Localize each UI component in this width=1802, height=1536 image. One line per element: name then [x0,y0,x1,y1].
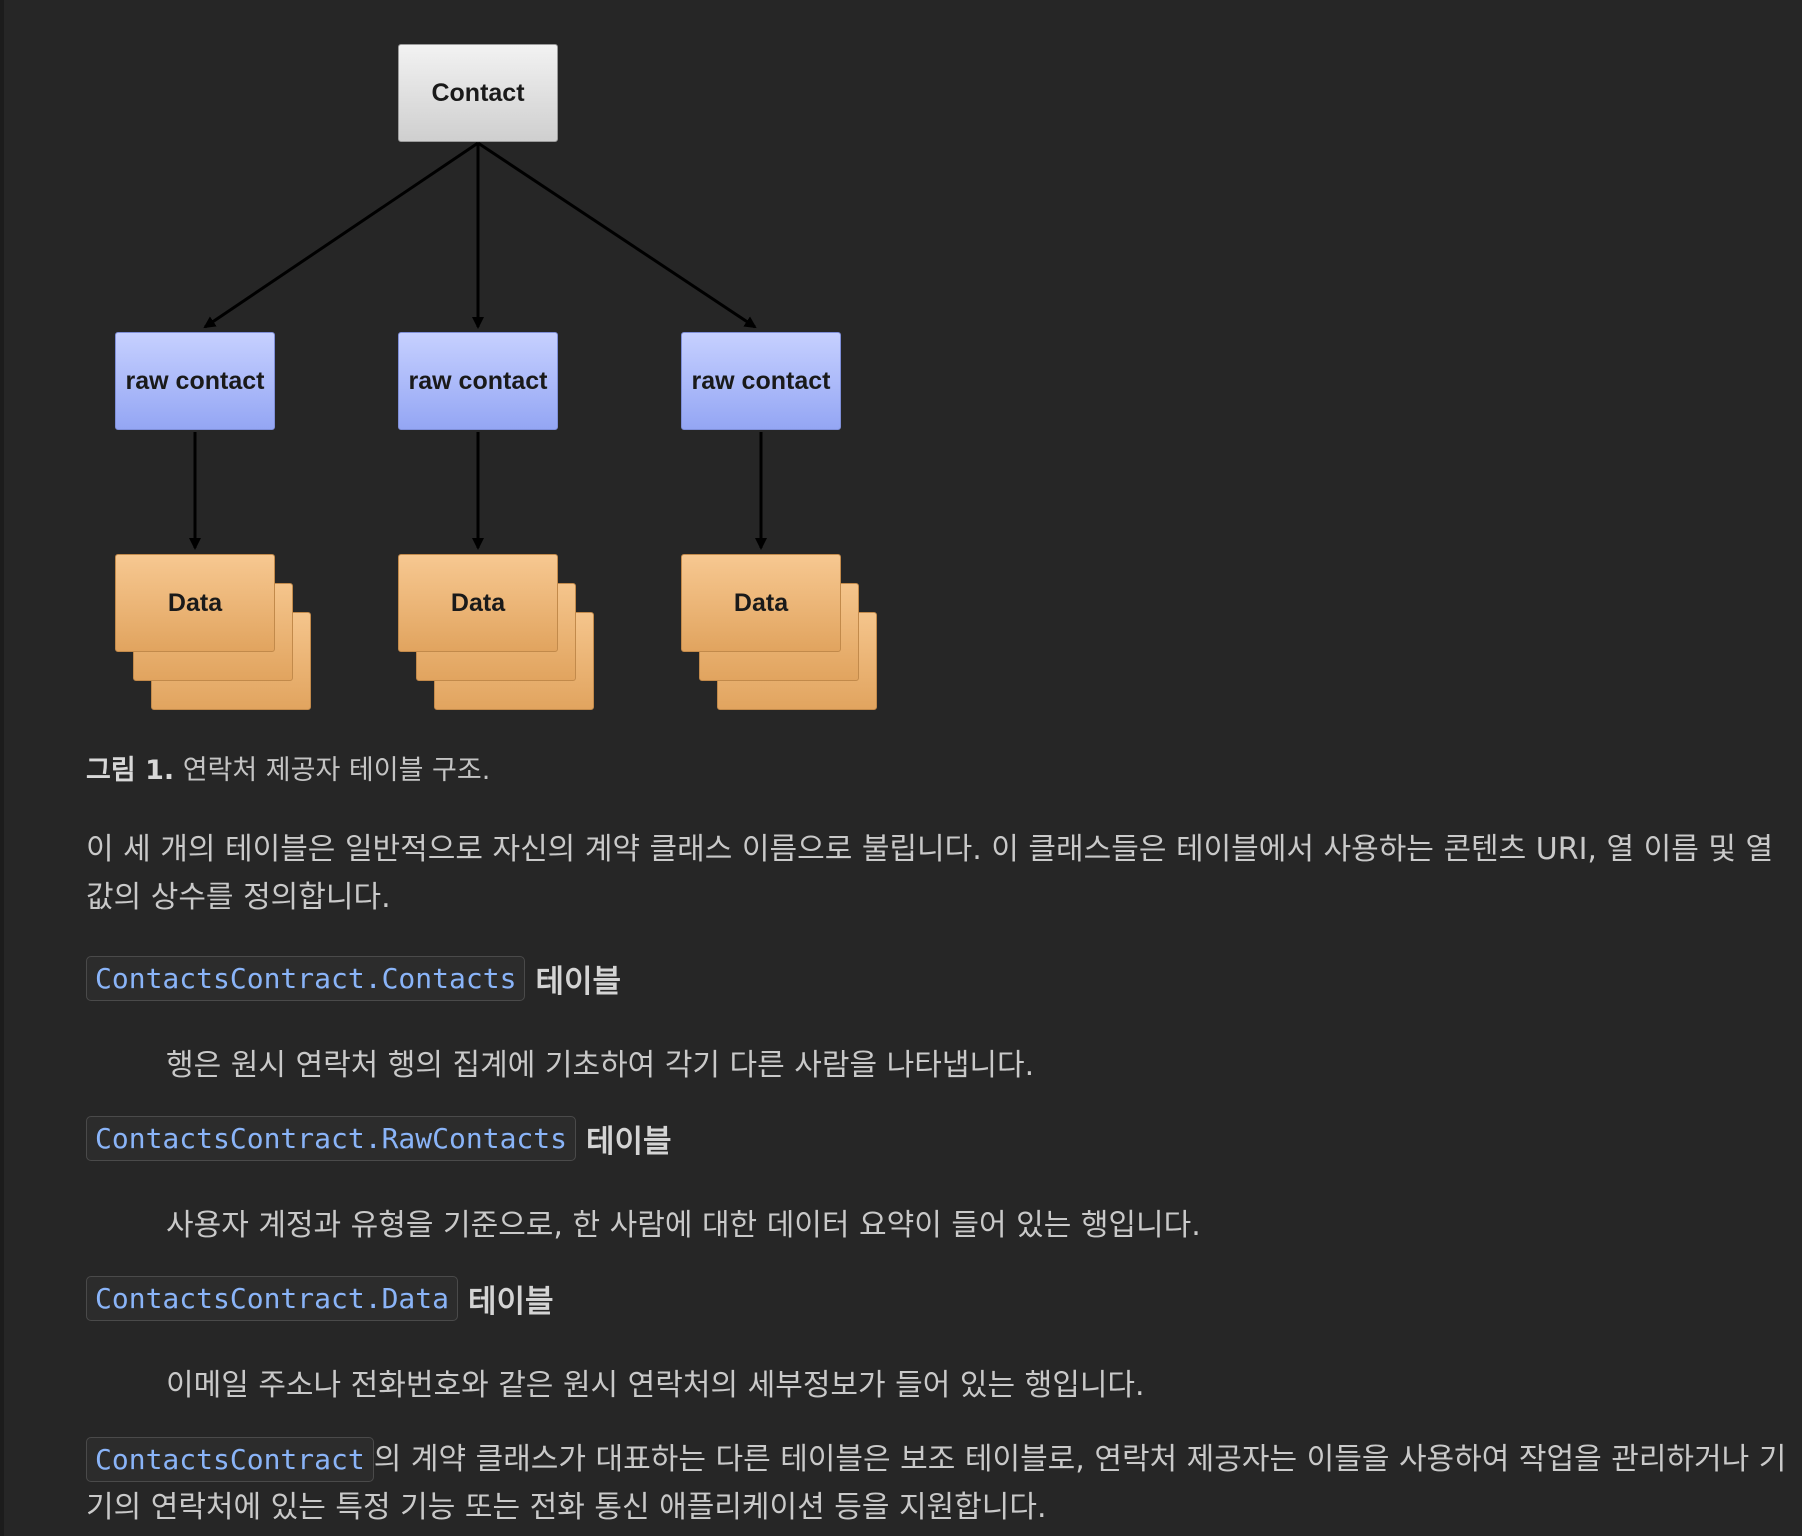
data-class-link[interactable]: ContactsContract.Data [86,1276,459,1321]
figure-caption-text: 연락처 제공자 테이블 구조. [174,755,491,786]
table-description-rawcontacts: 사용자 계정과 유형을 기준으로, 한 사람에 대한 데이터 요약이 들어 있는… [166,1208,1201,1243]
data-box-label: Data [450,588,506,617]
contacts-structure-diagram: Contact raw contact raw contact raw cont… [0,0,900,730]
table-heading-suffix: 테이블 [468,1284,554,1320]
raw-contact-label: raw contact [408,366,548,395]
raw-contact-label: raw contact [691,366,831,395]
table-description-data: 이메일 주소나 전화번호와 같은 원시 연락처의 세부정보가 들어 있는 행입니… [166,1368,1145,1403]
figure-caption: 그림 1. 연락처 제공자 테이블 구조. [86,748,490,787]
data-box-label: Data [167,588,223,617]
table-heading-suffix: 테이블 [535,964,621,1000]
final-paragraph-text: 의 계약 클래스가 대표하는 다른 테이블은 보조 테이블로, 연락처 제공자는… [86,1442,1787,1525]
table-heading-data: ContactsContract.Data 테이블 [86,1276,554,1321]
figure-label: 그림 1. [86,755,175,786]
intro-paragraph: 이 세 개의 테이블은 일반적으로 자신의 계약 클래스 이름으로 불립니다. … [86,832,1774,915]
table-heading-rawcontacts: ContactsContract.RawContacts 테이블 [86,1116,672,1161]
rawcontacts-class-link[interactable]: ContactsContract.RawContacts [86,1116,577,1161]
contact-box: Contact [398,44,558,142]
contact-box-label: Contact [431,78,525,107]
contactscontract-class-link[interactable]: ContactsContract [86,1437,374,1482]
raw-contact-box-2: raw contact [398,332,558,430]
table-heading-suffix: 테이블 [586,1124,672,1160]
arrow-contact-to-raw-3 [477,141,757,329]
raw-contact-label: raw contact [125,366,265,395]
arrow-contact-to-raw-1 [203,141,479,329]
data-box-label: Data [733,588,789,617]
diagram-arrows [189,141,767,550]
raw-contact-box-3: raw contact [681,332,841,430]
table-heading-contacts: ContactsContract.Contacts 테이블 [86,956,621,1001]
data-box-3: Data [681,554,841,652]
data-box-2: Data [398,554,558,652]
raw-contact-box-1: raw contact [115,332,275,430]
left-border [0,0,4,1536]
table-description-contacts: 행은 원시 연락처 행의 집계에 기초하여 각기 다른 사람을 나타냅니다. [166,1048,1035,1083]
contacts-class-link[interactable]: ContactsContract.Contacts [86,956,526,1001]
data-box-1: Data [115,554,275,652]
